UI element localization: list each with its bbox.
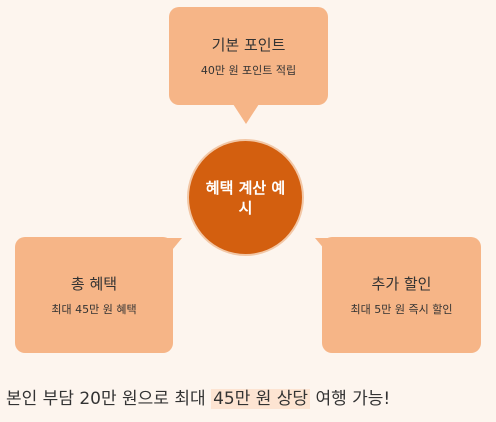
basic-points-title: 기본 포인트 xyxy=(211,36,286,54)
total-benefit-bubble: 총 혜택 최대 45만 원 혜택 xyxy=(15,237,173,353)
total-benefit-title: 총 혜택 xyxy=(70,275,118,293)
top-bubble-pointer xyxy=(233,104,259,124)
extra-discount-desc: 최대 5만 원 즉시 할인 xyxy=(350,303,453,316)
summary-highlight: 45만 원 상당 xyxy=(211,389,311,409)
summary-before: 본인 부담 20만 원으로 최대 xyxy=(6,389,212,409)
extra-discount-bubble: 추가 할인 최대 5만 원 즉시 할인 xyxy=(322,237,481,353)
summary-text: 본인 부담 20만 원으로 최대 45만 원 상당 여행 가능! xyxy=(6,386,490,412)
summary-after: 여행 가능! xyxy=(310,389,391,409)
center-label: 혜택 계산 예시 xyxy=(205,178,286,217)
basic-points-desc: 40만 원 포인트 적립 xyxy=(200,64,297,77)
basic-points-bubble: 기본 포인트 40만 원 포인트 적립 xyxy=(169,7,328,105)
total-benefit-desc: 최대 45만 원 혜택 xyxy=(51,303,137,316)
extra-discount-title: 추가 할인 xyxy=(371,275,432,293)
benefit-calc-center-circle: 혜택 계산 예시 xyxy=(189,141,302,254)
